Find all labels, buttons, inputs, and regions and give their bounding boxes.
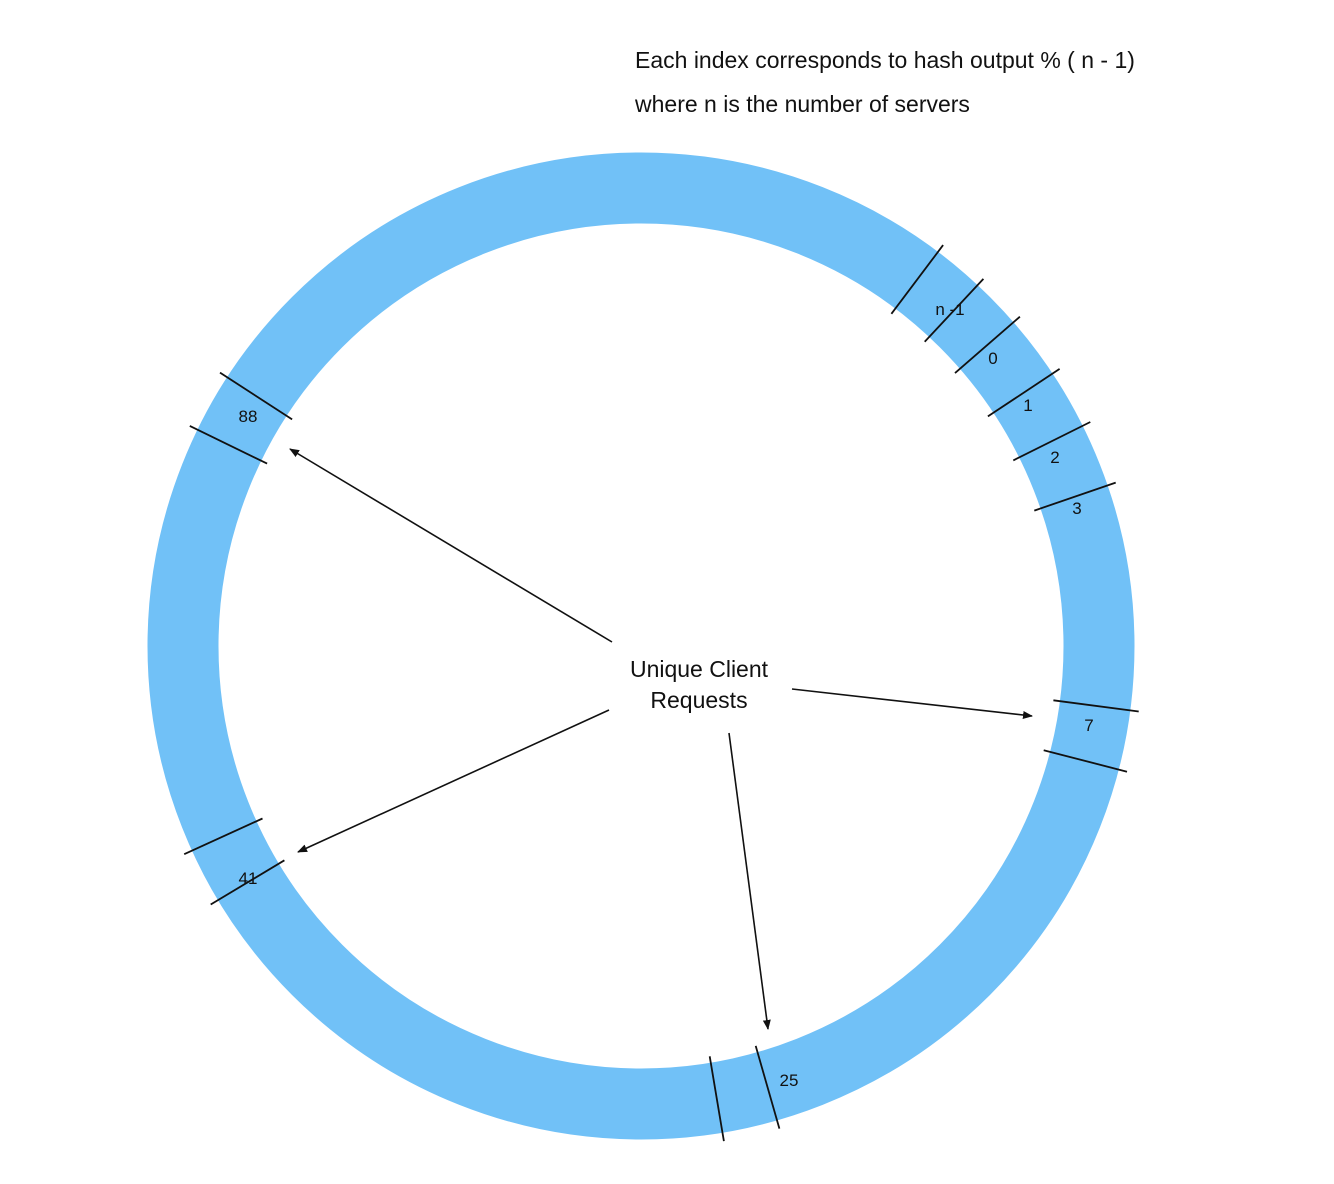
divider-1-2 bbox=[987, 368, 1061, 418]
segment-label-0: 0 bbox=[988, 349, 997, 368]
caption: Each index corresponds to hash output % … bbox=[635, 38, 1135, 126]
segment-label-1: 1 bbox=[1023, 396, 1032, 415]
center-label-line-2: Requests bbox=[650, 687, 747, 713]
divider-3-end bbox=[1034, 481, 1116, 512]
segment-label-2: 2 bbox=[1050, 448, 1059, 467]
divider-25-start bbox=[754, 1045, 781, 1129]
arrow-to-88 bbox=[289, 448, 613, 643]
center-label: Unique Client Requests bbox=[630, 656, 769, 713]
divider-88-start bbox=[189, 425, 268, 465]
segment-label-7: 7 bbox=[1084, 716, 1093, 735]
divider-n-1-start bbox=[890, 244, 944, 315]
segment-label-3: 3 bbox=[1072, 499, 1081, 518]
segment-dividers bbox=[183, 244, 1139, 1142]
segment-label-41: 41 bbox=[239, 869, 258, 888]
segment-labels: n -1 0 1 2 3 7 25 41 88 bbox=[239, 300, 1094, 1090]
divider-88-end bbox=[219, 371, 293, 421]
segment-label-n-1: n -1 bbox=[935, 300, 964, 319]
divider-7-start bbox=[1053, 699, 1139, 713]
arrow-to-41 bbox=[297, 709, 610, 853]
divider-0-1 bbox=[954, 316, 1021, 374]
segment-label-25: 25 bbox=[780, 1071, 799, 1090]
caption-line-1: Each index corresponds to hash output % … bbox=[635, 47, 1135, 73]
divider-7-end bbox=[1043, 749, 1128, 773]
divider-n-1-0 bbox=[924, 278, 985, 343]
divider-41-end bbox=[183, 817, 263, 856]
segment-label-88: 88 bbox=[239, 407, 258, 426]
divider-25-end bbox=[708, 1056, 725, 1142]
hash-ring bbox=[147, 152, 1135, 1140]
request-arrows bbox=[289, 448, 1033, 1030]
divider-41-start bbox=[210, 859, 285, 906]
center-label-line-1: Unique Client bbox=[630, 656, 769, 682]
arrow-to-7 bbox=[791, 688, 1033, 719]
arrow-to-25 bbox=[728, 732, 771, 1030]
divider-2-3 bbox=[1012, 421, 1091, 462]
caption-line-2: where n is the number of servers bbox=[635, 91, 970, 117]
